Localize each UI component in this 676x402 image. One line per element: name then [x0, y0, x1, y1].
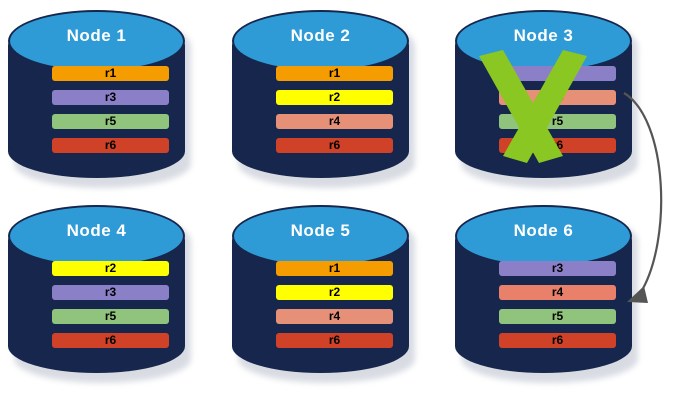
record-bar[interactable]: r6 [52, 333, 169, 348]
node-title: Node 3 [513, 26, 574, 45]
node-4[interactable]: Node 4 r2 r3 r5 r6 [8, 201, 191, 383]
node-title: Node 5 [290, 221, 351, 240]
record-list: r1 r2 r4 r6 [276, 66, 393, 153]
record-list: r3 r4 r5 r6 [499, 66, 616, 153]
node-1[interactable]: Node 1 r1 r3 r5 r6 [8, 6, 191, 188]
record-bar[interactable]: r2 [52, 261, 169, 276]
node-title: Node 6 [513, 221, 574, 240]
node-title: Node 1 [66, 26, 127, 45]
record-bar[interactable]: r5 [499, 114, 616, 129]
node-title: Node 2 [290, 26, 351, 45]
record-bar[interactable]: r3 [499, 66, 616, 81]
node-5[interactable]: Node 5 r1 r2 r4 r6 [232, 201, 415, 383]
record-list: r3 r4 r5 r6 [499, 261, 616, 348]
record-bar[interactable]: r4 [499, 90, 616, 105]
record-bar[interactable]: r5 [52, 114, 169, 129]
record-bar[interactable]: r3 [52, 285, 169, 300]
record-bar[interactable]: r2 [276, 90, 393, 105]
record-bar[interactable]: r1 [276, 261, 393, 276]
record-list: r2 r3 r5 r6 [52, 261, 169, 348]
record-bar[interactable]: r6 [52, 138, 169, 153]
record-list: r1 r3 r5 r6 [52, 66, 169, 153]
record-bar[interactable]: r3 [52, 90, 169, 105]
record-bar[interactable]: r6 [499, 333, 616, 348]
record-bar[interactable]: r3 [499, 261, 616, 276]
node-2[interactable]: Node 2 r1 r2 r4 r6 [232, 6, 415, 188]
record-bar[interactable]: r6 [276, 333, 393, 348]
record-list: r1 r2 r4 r6 [276, 261, 393, 348]
record-bar[interactable]: r5 [499, 309, 616, 324]
record-bar[interactable]: r1 [52, 66, 169, 81]
record-bar[interactable]: r1 [276, 66, 393, 81]
record-bar[interactable]: r6 [276, 138, 393, 153]
record-bar[interactable]: r4 [499, 285, 616, 300]
record-bar[interactable]: r4 [276, 114, 393, 129]
record-bar[interactable]: r6 [499, 138, 616, 153]
node-title: Node 4 [66, 221, 127, 240]
node-6[interactable]: Node 6 r3 r4 r5 r6 [455, 201, 638, 383]
record-bar[interactable]: r4 [276, 309, 393, 324]
record-bar[interactable]: r5 [52, 309, 169, 324]
record-bar[interactable]: r2 [276, 285, 393, 300]
cylinder-top [232, 205, 409, 267]
node-3[interactable]: Node 3 r3 r4 r5 r6 [455, 6, 638, 188]
